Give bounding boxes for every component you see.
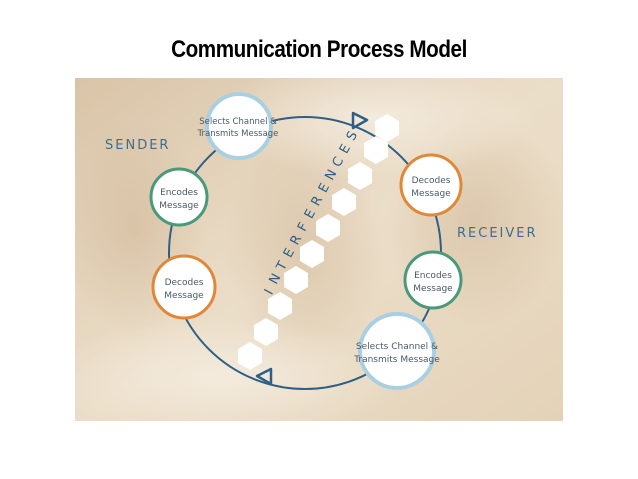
interference-hexagon [254,318,278,346]
node-sender-decode: Decodes Message [151,254,217,320]
node-receiver-encode: Encodes Message [403,250,463,310]
node-label: Encodes [160,188,198,198]
interference-letter: I [262,287,277,297]
interference-hexagon [332,188,356,216]
interference-hexagon [364,136,388,164]
node-label: Transmits Message [197,129,279,139]
bg-highlight-bottom [75,318,405,421]
interference-hexagon [348,162,372,190]
node-label: Message [413,284,453,294]
interference-hexagon [284,266,308,294]
interference-hexagon [238,342,262,370]
diagram-canvas: SENDER RECEIVER I N T E R F E R E N C E … [75,78,563,421]
node-circle [403,250,463,310]
receiver-label: RECEIVER [457,226,538,241]
node-circle [399,153,463,217]
node-receiver-transmit: Selects Channel & Transmits Message [353,312,440,390]
cycle-arrow-bottom-icon [255,367,273,386]
communication-diagram: SENDER RECEIVER I N T E R F E R E N C E … [75,78,563,421]
node-receiver-decode: Decodes Message [399,153,463,217]
node-sender-encode: Encodes Message [149,167,209,227]
node-label: Decodes [412,176,451,186]
node-label: Message [159,201,199,211]
node-circle [151,254,217,320]
node-label: Message [411,189,451,199]
cycle-arrow-top-icon [351,111,369,130]
interference-hexagon [375,114,399,142]
node-label: Selects Channel & [356,342,438,352]
node-circle [149,167,209,227]
interference-hexagon [268,292,292,320]
sender-label: SENDER [105,138,170,153]
slide-title: Communication Process Model [171,36,467,63]
node-circle [205,92,273,160]
node-label: Message [164,291,204,301]
node-sender-transmit: Selects Channel & Transmits Message [197,92,279,160]
interference-hexagon [300,240,324,268]
node-label: Transmits Message [353,355,440,365]
node-label: Encodes [414,271,452,281]
node-label: Selects Channel & [199,117,277,127]
node-label: Decodes [165,278,204,288]
interference-hexagon [316,214,340,242]
node-circle [358,312,436,390]
interference-band [238,114,399,370]
